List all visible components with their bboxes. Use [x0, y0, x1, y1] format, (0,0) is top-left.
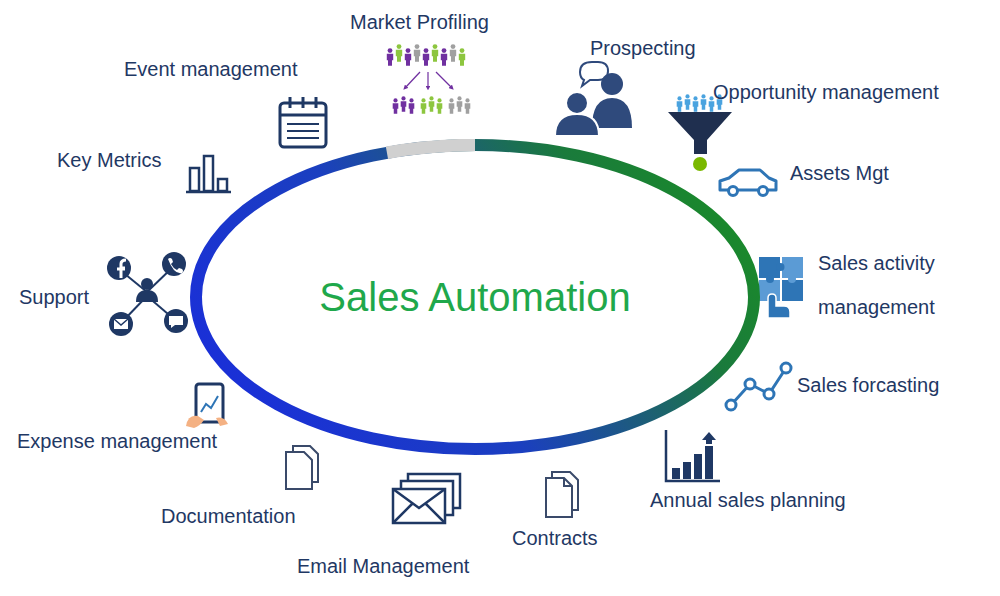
feature-label: Prospecting [590, 36, 696, 60]
center-title: Sales Automation [319, 275, 630, 320]
feature-label: Email Management [297, 554, 469, 578]
feature-label: Sales activity management [818, 241, 968, 329]
email-icon [393, 474, 460, 523]
feature-label: Support [19, 285, 89, 309]
feature-label: Sales forcasting [797, 373, 939, 397]
bar-chart-icon [666, 430, 720, 481]
calendar-icon [280, 97, 326, 147]
ring-node: Sales Automation [190, 139, 760, 455]
forecast-icon [726, 363, 791, 410]
feature-label: Contracts [512, 526, 598, 550]
funnel-icon [668, 94, 732, 171]
puzzle-icon [759, 257, 803, 318]
ring [196, 145, 754, 449]
feature-label: Expense management [17, 429, 217, 453]
contract-icon [546, 472, 578, 517]
feature-label: Documentation [161, 504, 296, 528]
feature-label: Key Metrics [57, 148, 161, 172]
expense-icon [186, 384, 228, 428]
metrics-icon [186, 156, 231, 192]
feature-label: Opportunity management [713, 80, 939, 104]
documents-icon [286, 446, 318, 489]
feature-label: Market Profiling [350, 10, 489, 34]
market-profiling-icon [387, 44, 471, 114]
support-icon [107, 252, 188, 336]
feature-label: Assets Mgt [790, 161, 889, 185]
prospecting-icon [555, 62, 632, 136]
ring-grey-segment [387, 145, 475, 153]
feature-label: Annual sales planning [650, 488, 846, 512]
car-icon [720, 170, 776, 196]
feature-label: Event management [124, 57, 297, 81]
